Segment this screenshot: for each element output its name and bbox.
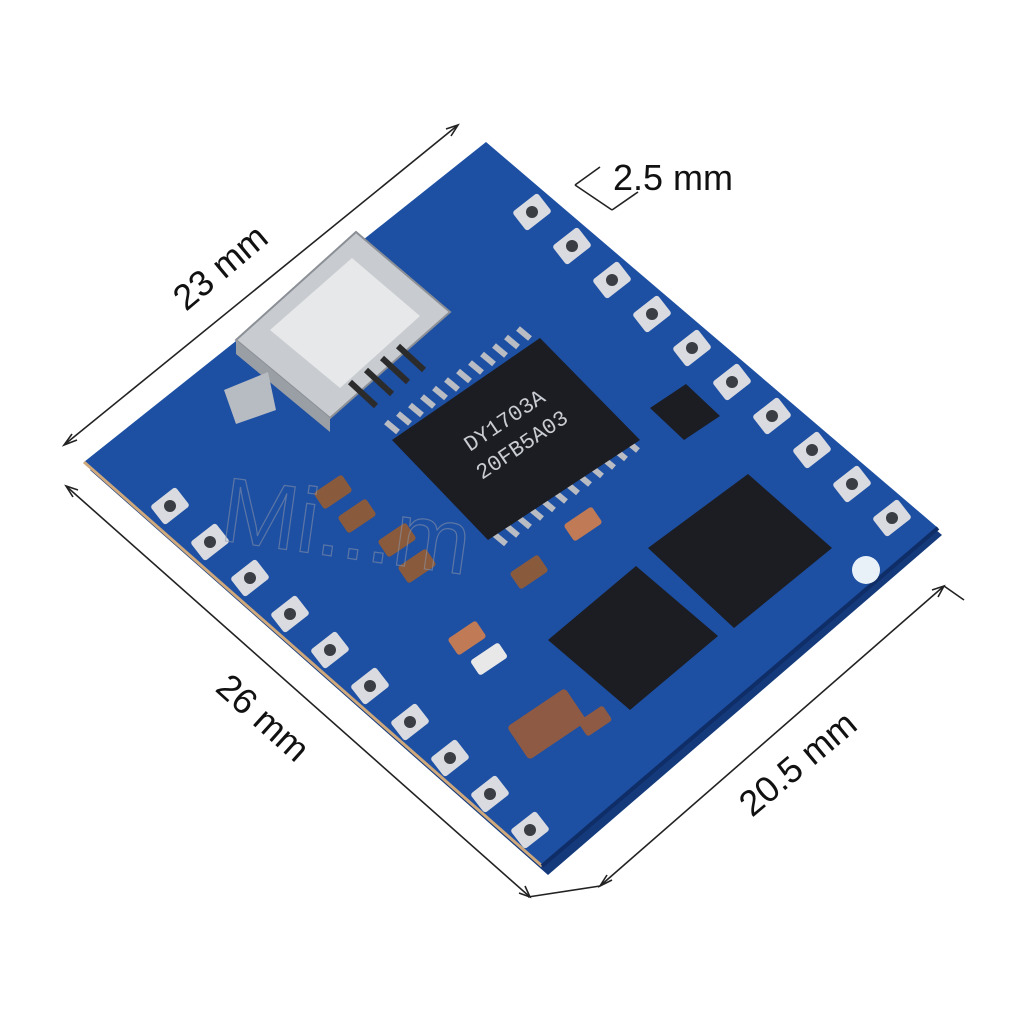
ic-pin — [480, 351, 496, 367]
dimension-lines — [61, 123, 965, 899]
pin-pad-left-4 — [311, 631, 349, 669]
ic-pin — [384, 419, 400, 435]
pin-pad-right-3 — [633, 295, 671, 333]
dimension-pitch-label: 2.5 mm — [613, 157, 733, 198]
pin-pad-right-4 — [673, 329, 711, 367]
pin-pad-left-6 — [391, 703, 429, 741]
pin-pad-right-8 — [833, 465, 871, 503]
mounting-dot — [852, 556, 880, 584]
pin-pads — [151, 193, 911, 849]
transistor — [650, 384, 720, 440]
dimension-left-label: 26 mm — [209, 665, 318, 769]
ic-pin — [432, 385, 448, 401]
pin-pad-left-5 — [351, 667, 389, 705]
main-ic-dy1703a: DY1703A 20FB5A03 — [384, 326, 640, 547]
pin-pad-right-5 — [713, 363, 751, 401]
ic-pin — [504, 523, 520, 538]
ic-pin — [504, 334, 520, 350]
ic-pin — [516, 326, 532, 341]
dimension-top-label: 23 mm — [165, 216, 276, 318]
pin-pad-right-0 — [513, 193, 551, 231]
flash-ic — [648, 474, 832, 628]
ic-pin — [492, 531, 508, 547]
ic-pin — [456, 368, 472, 384]
ic-pin — [468, 360, 484, 375]
pin-pad-left-1 — [191, 523, 229, 561]
ic-pin — [408, 402, 424, 418]
ic-pin — [492, 343, 508, 358]
ic-pin — [396, 411, 412, 426]
pin-pad-right-7 — [793, 431, 831, 469]
ic-pin — [420, 394, 436, 409]
dimension-right-label: 20.5 mm — [731, 703, 865, 824]
pin-pad-right-6 — [753, 397, 791, 435]
pin-pad-left-0 — [151, 487, 189, 525]
pin-pad-left-3 — [271, 595, 309, 633]
passive-components — [314, 475, 612, 759]
micro-usb-connector — [224, 230, 452, 432]
ic-pin — [444, 377, 460, 392]
pin-pad-left-2 — [231, 559, 269, 597]
pin-pad-right-9 — [873, 499, 911, 537]
pin-pad-left-8 — [471, 775, 509, 813]
pin-pad-right-1 — [553, 227, 591, 265]
pin-pad-left-7 — [431, 739, 469, 777]
pin-pad-left-9 — [511, 811, 549, 849]
amplifier-ic — [548, 566, 718, 710]
pin-pad-right-2 — [593, 261, 631, 299]
